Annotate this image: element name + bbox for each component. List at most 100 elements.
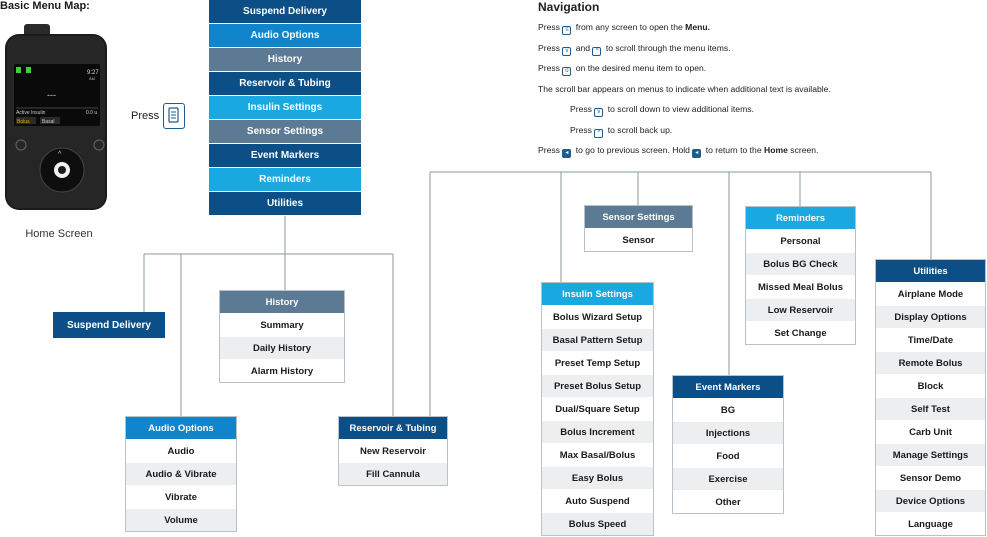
submenu-item: Device Options <box>876 489 985 512</box>
home-screen-caption: Home Screen <box>25 228 93 240</box>
navigation-text: screen. <box>790 145 819 155</box>
navigation-text: to scroll through the menu items. <box>605 42 731 53</box>
submenu-item: Fill Cannula <box>339 462 447 485</box>
navigation-text: to scroll back up. <box>607 124 673 135</box>
svg-text:Active Insulin: Active Insulin <box>16 110 46 116</box>
submenu-item: Bolus Increment <box>542 420 653 443</box>
submenu-item: New Reservoir <box>339 439 447 462</box>
submenu-item: Max Basal/Bolus <box>542 443 653 466</box>
svg-text:Bolus: Bolus <box>17 119 30 125</box>
submenu-item: Bolus Speed <box>542 512 653 535</box>
main-menu-item: Sensor Settings <box>209 120 361 143</box>
navigation-text: to scroll down to view additional items. <box>607 104 754 114</box>
main-menu-item: Insulin Settings <box>209 96 361 119</box>
submenu-item: Sensor <box>585 228 692 251</box>
submenu-item: Volume <box>126 508 236 531</box>
navigation-text: Press <box>538 22 560 32</box>
navigation-text: Press <box>538 63 560 73</box>
main-menu-item: Event Markers <box>209 144 361 167</box>
submenu-item: Basal Pattern Setup <box>542 328 653 351</box>
navigation-line: Press v and ^ to scroll through the menu… <box>538 43 958 64</box>
up-key-icon: ^ <box>594 128 604 138</box>
submenu-header: Audio Options <box>126 417 236 439</box>
submenu-item: Preset Bolus Setup <box>542 374 653 397</box>
main-menu-item: Suspend Delivery <box>209 0 361 23</box>
main-menu-item: History <box>209 48 361 71</box>
pump-device-image: 9:27 AM --- Active Insulin 0.0 u Bolus B… <box>2 24 110 212</box>
pump-trend: --- <box>47 90 56 100</box>
submenu-header: Utilities <box>876 260 985 282</box>
navigation-line: The scroll bar appears on menus to indic… <box>538 84 958 105</box>
navigation-text: from any screen to open the <box>575 22 683 32</box>
submenu-header: Event Markers <box>673 376 783 398</box>
down-key-icon: v <box>562 46 572 56</box>
submenu-header: Reservoir & Tubing <box>339 417 447 439</box>
navigation-text: to go to previous screen. Hold <box>575 145 690 155</box>
submenu-item: Bolus Wizard Setup <box>542 305 653 328</box>
navigation-panel: Navigation Press ≡ from any screen to op… <box>538 0 958 166</box>
submenu-item: Easy Bolus <box>542 466 653 489</box>
submenu-item: Auto Suspend <box>542 489 653 512</box>
navigation-line: Press o on the desired menu item to open… <box>538 63 958 84</box>
menu-icon <box>163 103 185 129</box>
submenu-header: Sensor Settings <box>585 206 692 228</box>
navigation-emphasis: Home <box>764 145 788 155</box>
submenu-item: Remote Bolus <box>876 351 985 374</box>
submenu-item: Low Reservoir <box>746 298 855 321</box>
submenu-item: Self Test <box>876 397 985 420</box>
submenu-item: Language <box>876 512 985 535</box>
submenu-item: Preset Temp Setup <box>542 351 653 374</box>
submenu-item: Alarm History <box>220 359 344 382</box>
submenu-item: Time/Date <box>876 328 985 351</box>
submenu-header: History <box>220 291 344 313</box>
submenu-item: Exercise <box>673 467 783 490</box>
submenu-item: Vibrate <box>126 485 236 508</box>
navigation-line: Press ^ to scroll back up. <box>538 125 958 146</box>
submenu-item: Block <box>876 374 985 397</box>
main-menu-item: Utilities <box>209 192 361 215</box>
submenu-item: Other <box>673 490 783 513</box>
up-key-icon: ^ <box>592 46 602 56</box>
submenu-item: Daily History <box>220 336 344 359</box>
navigation-line: Press ≡ from any screen to open the Menu… <box>538 22 958 43</box>
navigation-text: Press <box>570 104 592 114</box>
press-label: Press <box>131 110 160 122</box>
submenu-item: Injections <box>673 421 783 444</box>
navigation-text: to return to the <box>705 145 762 155</box>
submenu-header: Insulin Settings <box>542 283 653 305</box>
svg-text:0.0 u: 0.0 u <box>86 110 97 116</box>
submenu-item: Manage Settings <box>876 443 985 466</box>
submenu-item: Bolus BG Check <box>746 252 855 275</box>
navigation-text: Press <box>538 145 560 155</box>
submenu-item: Summary <box>220 313 344 336</box>
submenu-header: Reminders <box>746 207 855 229</box>
submenu-item: Dual/Square Setup <box>542 397 653 420</box>
navigation-emphasis: Menu. <box>685 22 710 32</box>
navigation-text: The scroll bar appears on menus to indic… <box>538 83 831 94</box>
submenu-item: Audio <box>126 439 236 462</box>
back-key-icon: ◂ <box>562 149 572 158</box>
navigation-text: and <box>575 42 591 53</box>
main-menu-item: Audio Options <box>209 24 361 47</box>
submenu-item: Missed Meal Bolus <box>746 275 855 298</box>
navigation-title: Navigation <box>538 0 600 14</box>
submenu-item: Food <box>673 444 783 467</box>
navigation-line: Press ◂ to go to previous screen. Hold ◂… <box>538 145 958 166</box>
submenu-item: Display Options <box>876 305 985 328</box>
down-key-icon: v <box>594 108 604 117</box>
svg-text:Basal: Basal <box>42 119 55 125</box>
svg-text:^: ^ <box>58 151 62 158</box>
suspend-delivery-box: Suspend Delivery <box>53 312 165 338</box>
navigation-text: on the desired menu item to open. <box>575 63 707 73</box>
navigation-text: Press <box>538 42 560 53</box>
submenu-item: Personal <box>746 229 855 252</box>
navigation-text: Press <box>570 124 592 135</box>
